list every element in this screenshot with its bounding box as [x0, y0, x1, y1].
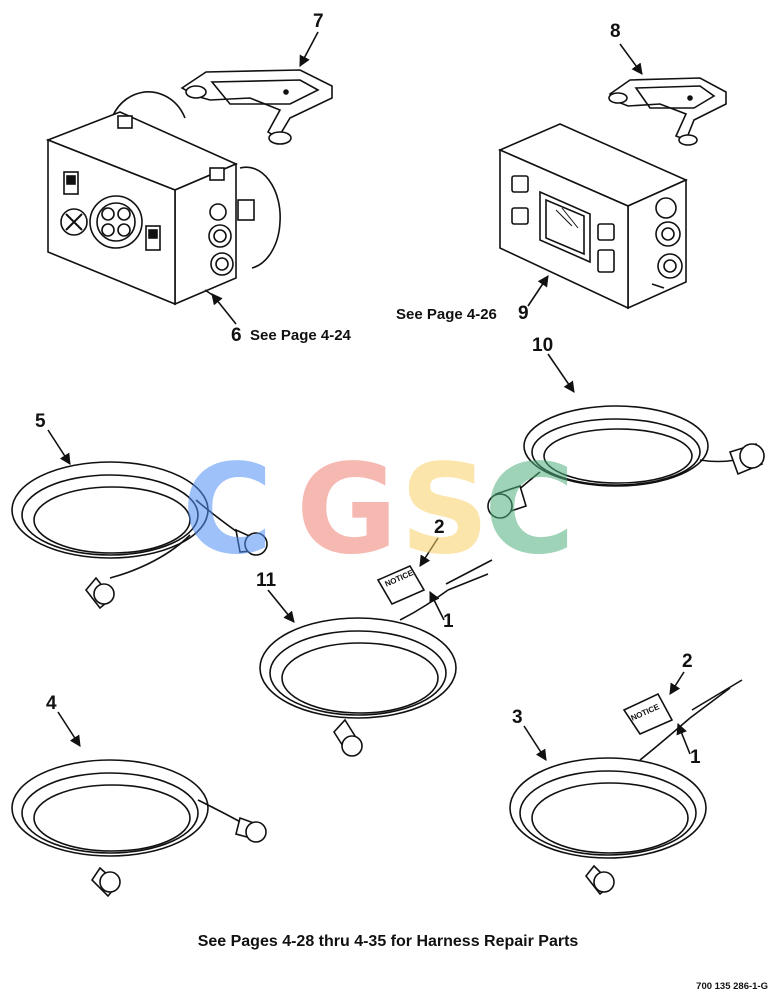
harness-item-3	[509, 679, 743, 896]
display-box-item-9	[497, 123, 688, 310]
reference-note-item-9: See Page 4-26	[396, 306, 497, 323]
figure-caption: See Pages 4-28 thru 4-35 for Harness Rep…	[197, 933, 579, 950]
callout-number: 1	[690, 747, 701, 768]
callout-number: 2	[682, 651, 693, 672]
callout-number: 10	[532, 335, 554, 356]
watermark-letter: C	[484, 438, 576, 582]
callout-number: 3	[512, 707, 523, 728]
harness-item-4	[11, 759, 267, 898]
harness-item-5	[11, 461, 268, 610]
callout-number: 8	[610, 21, 621, 42]
watermark-letter: C	[182, 438, 274, 582]
watermark-letter: G	[296, 438, 398, 582]
reference-note-item-6: See Page 4-24	[250, 327, 351, 344]
callout-number: 7	[313, 11, 324, 32]
bracket-item-8	[608, 77, 727, 146]
callout-number: 2	[434, 517, 445, 538]
callout-leaders	[47, 31, 691, 761]
bracket-item-7	[180, 69, 333, 145]
callout-number: 5	[35, 411, 46, 432]
callout-number: 9	[518, 303, 529, 324]
watermark-letter: S	[400, 438, 490, 582]
harness-item-11	[259, 559, 493, 757]
callout-number: 6	[231, 325, 242, 346]
document-id: 700 135 286-1-G	[696, 981, 768, 992]
callout-number: 11	[256, 570, 277, 591]
callout-number: 1	[443, 611, 454, 632]
callout-number: 4	[46, 693, 57, 714]
harness-item-10	[487, 405, 765, 519]
control-box-item-6	[45, 91, 281, 306]
